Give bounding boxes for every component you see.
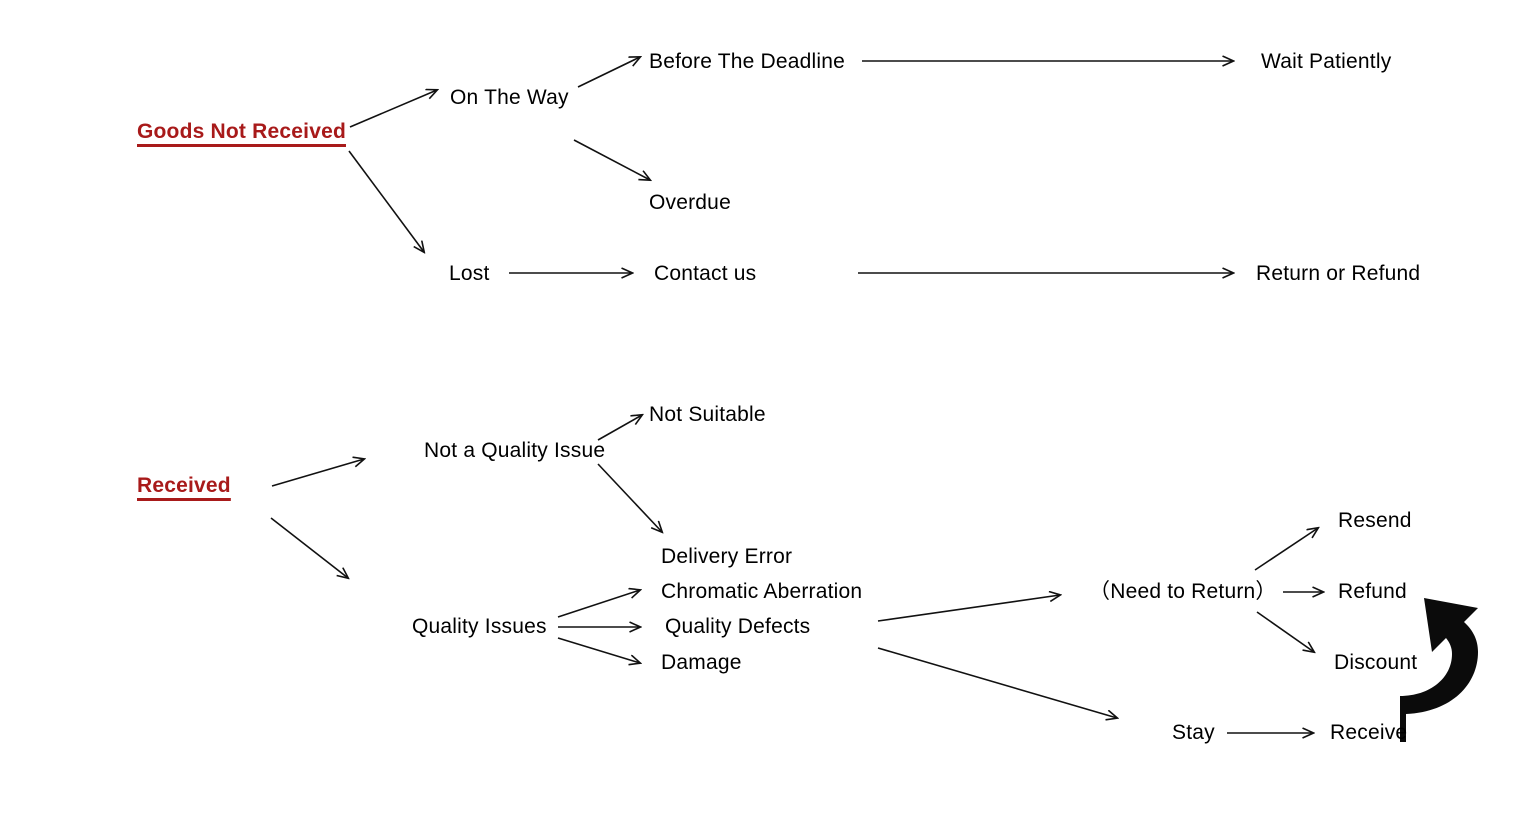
edge-issues-to-stay xyxy=(877,647,1117,718)
edge-goods-to-lost xyxy=(348,150,424,252)
node-on-the-way[interactable]: On The Way xyxy=(450,86,569,109)
edge-on-the-way-to-overdue xyxy=(573,139,650,180)
node-refund[interactable]: Refund xyxy=(1338,580,1407,603)
node-contact-us[interactable]: Contact us xyxy=(654,262,757,285)
node-quality-defects[interactable]: Quality Defects xyxy=(665,615,811,638)
node-not-a-quality-issue[interactable]: Not a Quality Issue xyxy=(424,439,606,462)
edge-on-the-way-to-before-deadline xyxy=(577,57,640,88)
node-goods-not-received[interactable]: Goods Not Received xyxy=(137,120,346,143)
edge-received-to-quality-issues xyxy=(270,517,348,578)
node-received[interactable]: Received xyxy=(137,474,231,497)
node-lost[interactable]: Lost xyxy=(449,262,490,285)
edge-received-to-not-a-quality-issue xyxy=(271,459,364,487)
edge-quality-issues-to-chromatic-aberration xyxy=(557,590,640,618)
node-delivery-error[interactable]: Delivery Error xyxy=(661,545,793,568)
edge-not-a-quality-issue-to-delivery-error xyxy=(597,463,662,532)
node-receive[interactable]: Receive xyxy=(1330,721,1408,744)
node-return-or-refund[interactable]: Return or Refund xyxy=(1256,262,1421,285)
node-damage[interactable]: Damage xyxy=(661,651,742,674)
node-chromatic-aberration[interactable]: Chromatic Aberration xyxy=(661,580,863,603)
edge-issues-to-need-to-return xyxy=(877,595,1060,622)
edge-need-to-return-to-discount xyxy=(1256,611,1314,652)
node-not-suitable[interactable]: Not Suitable xyxy=(649,403,766,426)
node-need-to-return[interactable]: （Need to Return） xyxy=(1089,580,1277,603)
node-quality-issues[interactable]: Quality Issues xyxy=(412,615,547,638)
edge-not-a-quality-issue-to-not-suitable xyxy=(597,415,642,441)
edge-quality-issues-to-damage xyxy=(557,637,640,663)
node-overdue[interactable]: Overdue xyxy=(649,191,731,214)
node-resend[interactable]: Resend xyxy=(1338,509,1412,532)
node-discount[interactable]: Discount xyxy=(1334,651,1418,674)
node-stay[interactable]: Stay xyxy=(1172,721,1215,744)
edge-need-to-return-to-resend xyxy=(1254,528,1318,571)
edge-goods-to-on-the-way xyxy=(349,90,437,128)
node-wait-patiently[interactable]: Wait Patiently xyxy=(1261,50,1392,73)
node-before-the-deadline[interactable]: Before The Deadline xyxy=(649,50,846,73)
